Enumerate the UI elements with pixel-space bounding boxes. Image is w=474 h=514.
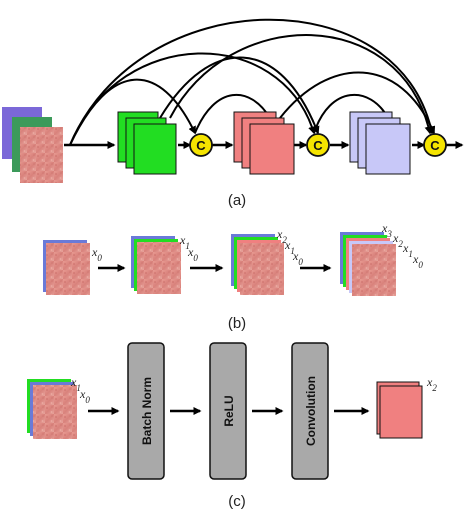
feature-maps-green	[117, 111, 177, 175]
stage-2-label-1: x0	[187, 245, 198, 263]
input-c-label-0: x1	[70, 375, 81, 393]
stage-3-label-1: x1	[284, 238, 295, 256]
input-stack-c: x1 x0	[27, 375, 90, 439]
batch-norm-block: Batch Norm	[127, 342, 165, 480]
stage-4-stack: x3 x2 x1 x0	[340, 221, 423, 296]
stage-1-label-0: x0	[91, 245, 102, 263]
input-c-label-1: x0	[79, 387, 90, 405]
concat-node-3: C	[423, 133, 447, 157]
concat-label: C	[430, 138, 440, 153]
skip-connections	[69, 18, 436, 146]
stage-2-label-0: x1	[179, 233, 190, 251]
stage-2-stack: x1 x0	[131, 233, 198, 294]
caption-c: (c)	[228, 493, 246, 510]
caption-a: (a)	[228, 192, 246, 209]
feature-maps-lavender	[349, 111, 411, 175]
input-image-skin	[20, 127, 63, 183]
stage-3-stack: x2 x1 x0	[231, 227, 303, 295]
convolution-block: Convolution	[291, 342, 329, 480]
output-c-label: x2	[426, 375, 437, 393]
concat-label: C	[196, 138, 206, 153]
concat-node-2: C	[306, 133, 330, 157]
panel-b: x0 x1 x0 x2 x1 x0	[43, 221, 423, 332]
panel-c: x1 x0 Batch Norm ReLU Convolution x2 (c)	[27, 342, 437, 510]
stage-3-label-2: x0	[292, 249, 303, 267]
stage-3-label-0: x2	[276, 227, 287, 245]
skip-arc-2	[69, 52, 316, 146]
skip-arc-8	[313, 94, 389, 134]
skip-arc-6	[279, 71, 436, 135]
feature-maps-red	[233, 111, 295, 175]
stage-4-label-2: x1	[402, 241, 413, 259]
skip-arc-7	[194, 94, 271, 134]
stage-4-label-1: x2	[392, 231, 403, 249]
relu-label: ReLU	[222, 395, 236, 426]
stage-4-label-0: x3	[381, 221, 392, 239]
concat-label: C	[313, 138, 323, 153]
skip-arc-3	[69, 18, 435, 146]
panel-a: C C C (a)	[2, 18, 464, 209]
batch-norm-label: Batch Norm	[140, 377, 154, 445]
relu-block: ReLU	[209, 342, 247, 480]
stage-1-stack: x0	[43, 240, 102, 295]
input-image-stack	[2, 107, 63, 183]
caption-b: (b)	[228, 315, 246, 332]
skip-arc-5	[169, 34, 433, 135]
stage-4-label-3: x0	[412, 252, 423, 270]
skip-arc-4	[159, 56, 320, 135]
convolution-label: Convolution	[304, 376, 318, 446]
output-stack-c: x2	[376, 375, 437, 439]
concat-node-1: C	[189, 133, 213, 157]
